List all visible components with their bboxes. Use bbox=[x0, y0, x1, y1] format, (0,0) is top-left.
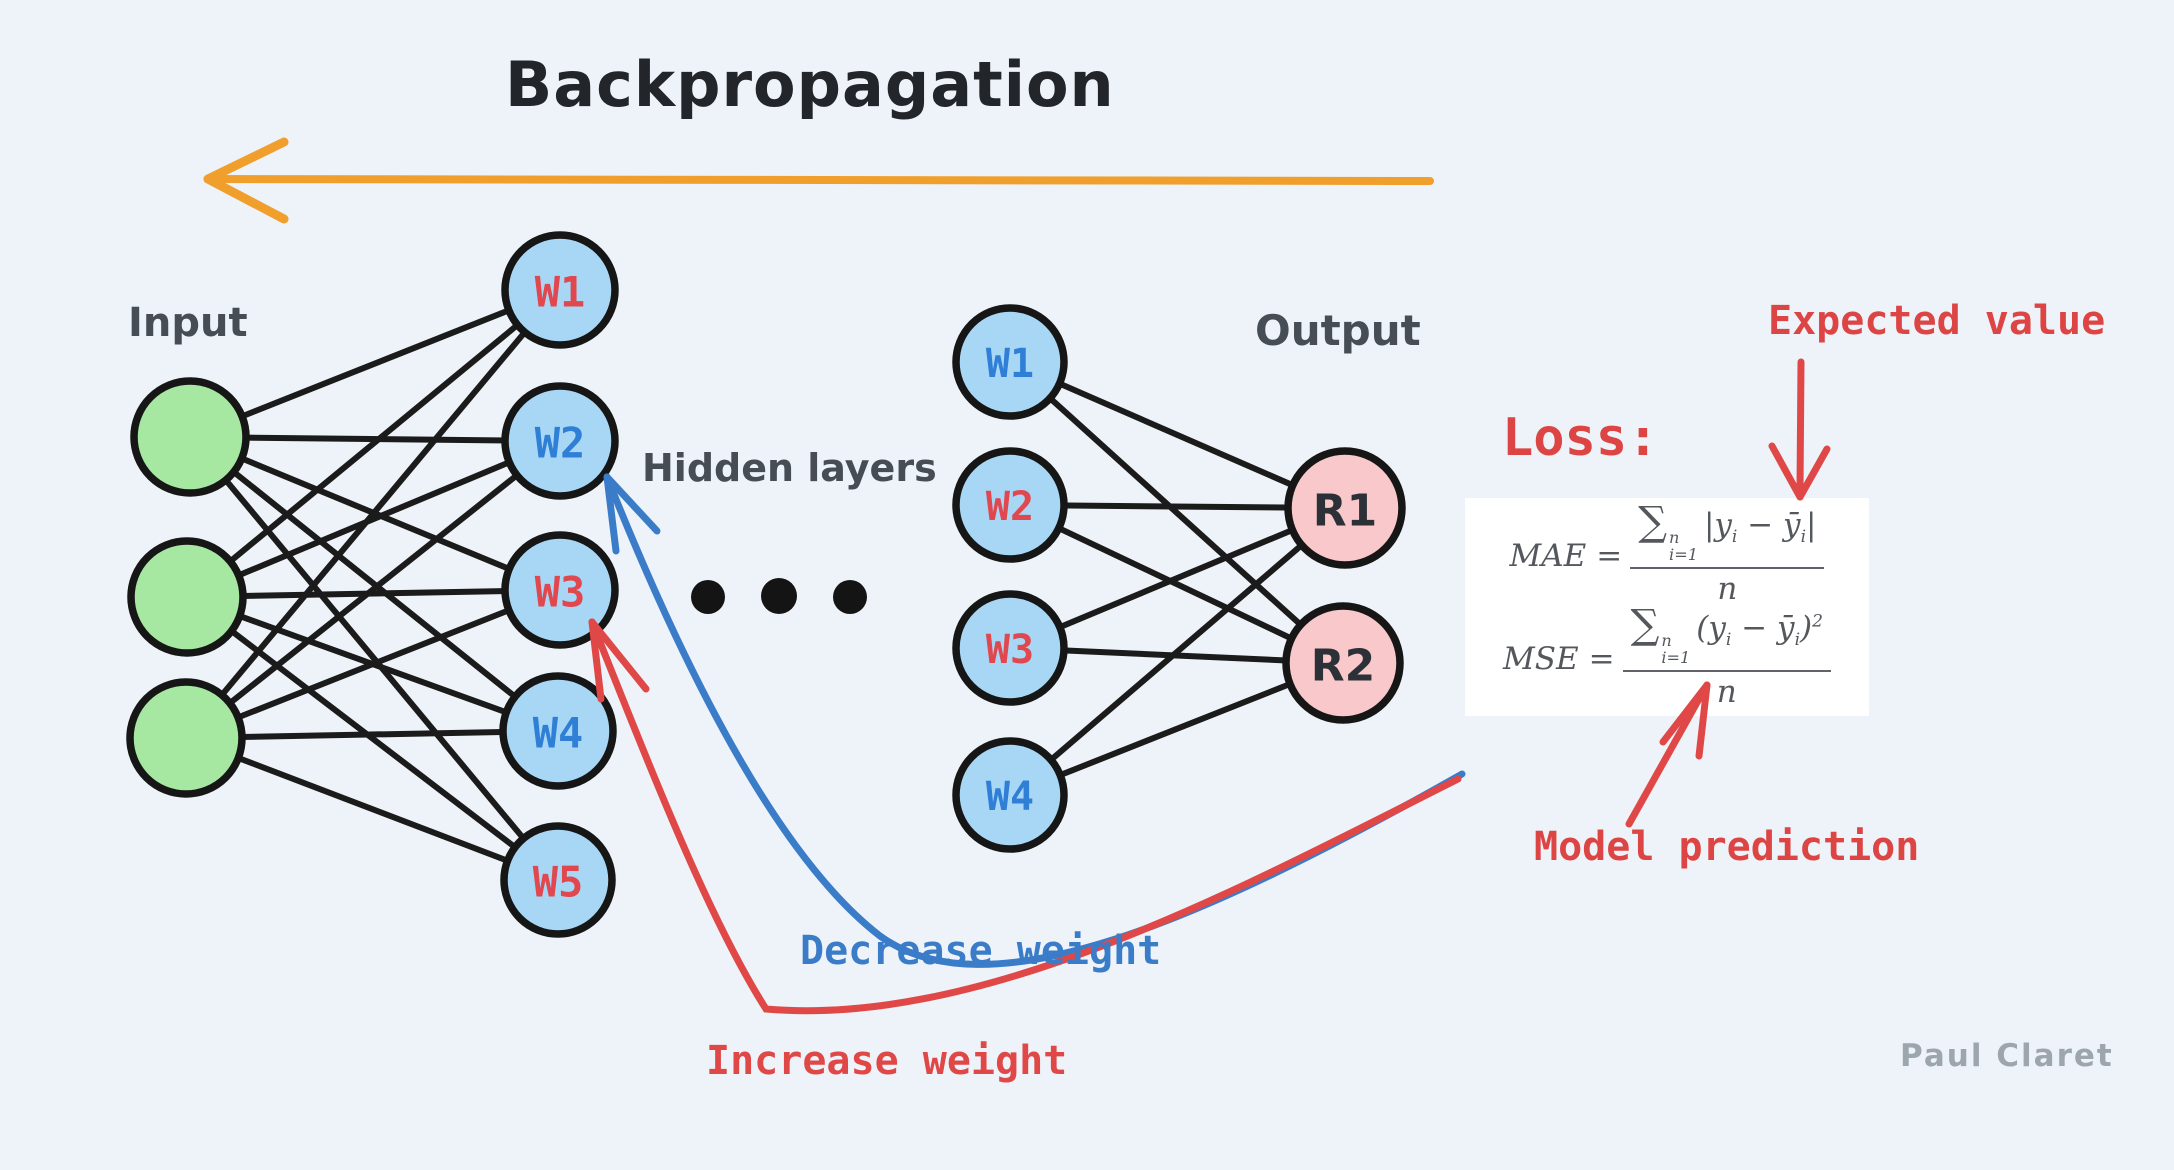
hidden1-node-w1 bbox=[501, 231, 619, 349]
diagram-title: Backpropagation bbox=[505, 48, 1115, 121]
decrease-weight-label: Decrease weight bbox=[800, 928, 1162, 974]
hidden2-node-w3 bbox=[952, 590, 1068, 706]
increase-weight-arrow-icon bbox=[588, 618, 1462, 1015]
hidden-layer-2 bbox=[952, 304, 1068, 853]
backprop-arrow-icon bbox=[203, 137, 1434, 224]
output-label-r2: R2 bbox=[1311, 641, 1376, 692]
model-prediction-label: Model prediction bbox=[1534, 824, 1920, 870]
hidden2-label-w2: W2 bbox=[986, 484, 1034, 530]
mse-equals: = bbox=[1588, 640, 1615, 677]
mae-lhs: MAE bbox=[1509, 537, 1587, 574]
output-label-r1: R1 bbox=[1313, 486, 1378, 537]
hidden1-label-w1: W1 bbox=[535, 268, 586, 317]
hidden1-node-w4 bbox=[499, 672, 617, 790]
hidden2-label-w3: W3 bbox=[986, 627, 1034, 673]
hidden1-node-w3 bbox=[501, 531, 619, 649]
hidden-layers-label: Hidden layers bbox=[642, 446, 937, 490]
loss-heading: Loss: bbox=[1502, 408, 1659, 468]
hidden2-label-w4: W4 bbox=[986, 774, 1034, 820]
input-node-2 bbox=[127, 537, 247, 657]
hidden2-label-w1: W1 bbox=[986, 341, 1034, 387]
dots-icon bbox=[691, 578, 867, 614]
input-node-3 bbox=[126, 678, 246, 798]
mse-denominator: n bbox=[1716, 673, 1737, 710]
output-node-r2 bbox=[1282, 602, 1404, 724]
hidden2-node-w4 bbox=[952, 737, 1068, 853]
hidden1-label-w5: W5 bbox=[533, 858, 584, 907]
hidden2-node-w2 bbox=[952, 447, 1068, 563]
output-layer-label: Output bbox=[1255, 306, 1421, 355]
author-signature: Paul Claret bbox=[1900, 1038, 2114, 1074]
hidden1-label-w2: W2 bbox=[535, 419, 586, 468]
input-hidden-edges bbox=[183, 287, 563, 883]
mae-denominator: n bbox=[1717, 570, 1738, 607]
input-layer bbox=[126, 377, 250, 798]
expected-value-label: Expected value bbox=[1768, 298, 2106, 344]
output-node-r1 bbox=[1284, 447, 1406, 569]
hidden2-node-w1 bbox=[952, 304, 1068, 420]
mse-lhs: MSE bbox=[1503, 640, 1579, 677]
hidden1-node-w2 bbox=[501, 382, 619, 500]
hidden1-label-w4: W4 bbox=[533, 709, 584, 758]
model-prediction-arrow-icon bbox=[1625, 681, 1711, 828]
hidden-layer-1 bbox=[499, 231, 619, 938]
output-layer bbox=[1282, 447, 1406, 724]
mae-equals: = bbox=[1596, 537, 1623, 574]
sum-icon: ∑ bbox=[1630, 601, 1660, 649]
increase-weight-label: Increase weight bbox=[706, 1038, 1068, 1084]
hidden1-node-w5 bbox=[500, 822, 616, 938]
input-node-1 bbox=[130, 377, 250, 497]
input-layer-label: Input bbox=[128, 300, 248, 346]
sum-icon: ∑ bbox=[1638, 498, 1668, 546]
expected-value-arrow-icon bbox=[1768, 358, 1831, 501]
hidden1-label-w3: W3 bbox=[535, 568, 586, 617]
hidden-output-edges bbox=[1007, 359, 1348, 798]
